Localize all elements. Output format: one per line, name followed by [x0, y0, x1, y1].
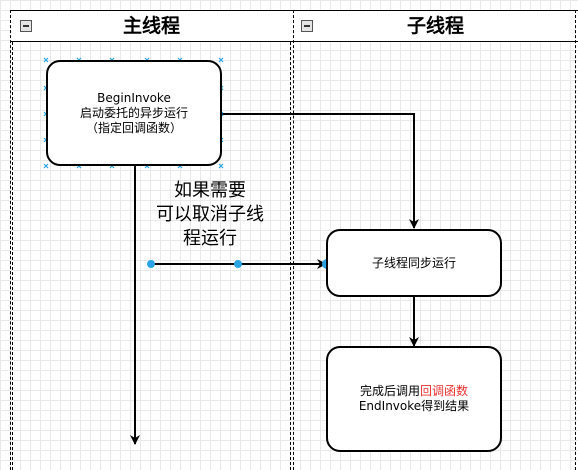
collapse-icon[interactable]: [20, 20, 32, 32]
lane-divider: [293, 10, 294, 470]
connector-point: [147, 260, 155, 268]
node-text-line: （指定回调函数）: [85, 120, 182, 135]
start-worker-arrow: [221, 113, 419, 229]
collapse-icon[interactable]: [301, 20, 313, 32]
annotation-line: 程运行: [183, 228, 237, 249]
lane-divider: [10, 10, 11, 470]
lane-divider: [575, 10, 576, 470]
lane-title-worker-thread: 子线程: [406, 15, 464, 37]
node-text-line: BeginInvoke: [97, 90, 171, 105]
cancel-annotation[interactable]: 如果需要 可以取消子线 程运行: [140, 179, 280, 251]
callback-function-highlight: 回调函数: [420, 384, 469, 398]
annotation-line: 如果需要: [174, 180, 246, 201]
lane-divider: [290, 42, 291, 470]
connector-point: [234, 260, 242, 268]
lane-top-border: [10, 10, 578, 11]
node-text-line: 完成后调用回调函数: [360, 384, 468, 399]
lane-divider: [12, 42, 13, 470]
node-text-line: 子线程同步运行: [371, 255, 456, 270]
worker-sync-run-node[interactable]: 子线程同步运行: [326, 229, 502, 297]
lane-header-main-thread: 主线程: [10, 10, 293, 42]
node-text-line: 启动委托的异步运行: [79, 105, 188, 120]
node-text-segment: 完成后调用: [359, 384, 420, 398]
lane-title-main-thread: 主线程: [122, 15, 180, 37]
annotation-line: 可以取消子线: [156, 204, 264, 225]
node-text-line: EndInvoke得到结果: [358, 399, 470, 413]
begin-invoke-node[interactable]: BeginInvoke 启动委托的异步运行 （指定回调函数）: [46, 60, 222, 166]
callback-node[interactable]: 完成后调用回调函数 EndInvoke得到结果: [326, 346, 502, 452]
lane-header-worker-thread: 子线程: [293, 10, 578, 42]
